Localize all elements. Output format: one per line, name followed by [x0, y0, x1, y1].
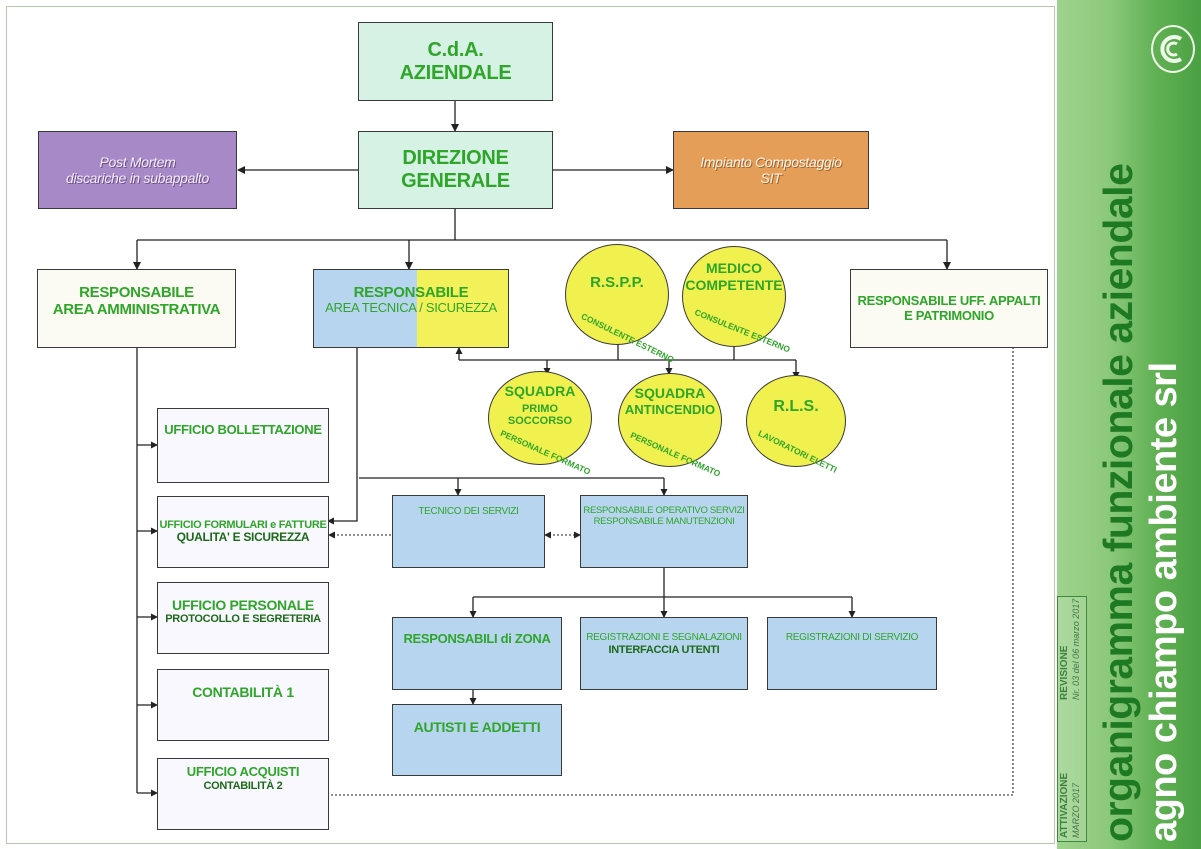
rls-circle: R.L.S. LAVORATORI ELETTI: [746, 375, 846, 475]
squadra-ai-title-1: SQUADRA: [634, 385, 706, 401]
acquisti-line-1: UFFICIO ACQUISTI: [186, 764, 300, 779]
impianto-compostaggio-box: Impianto Compostaggio SIT: [673, 131, 869, 209]
impianto-line-2: SIT: [760, 170, 782, 186]
resp-uff-appalti-box: RESPONSABILE UFF. APPALTI E PATRIMONIO: [850, 269, 1048, 348]
squadra-ps-title-1: SQUADRA: [504, 383, 576, 399]
ufficio-bollettazione-box: UFFICIO BOLLETTAZIONE: [157, 408, 329, 483]
registrazioni-segnalazioni-box: REGISTRAZIONI E SEGNALAZIONI INTERFACCIA…: [580, 617, 748, 690]
cda-line-1: C.d.A.: [427, 38, 484, 61]
rls-title: R.L.S.: [773, 398, 819, 415]
resp-area-amministrativa-box: RESPONSABILE AREA AMMINISTRATIVA: [37, 269, 236, 348]
resp-amm-line-1: RESPONSABILE: [79, 284, 194, 301]
zona-label: RESPONSABILI di ZONA: [403, 631, 551, 646]
sidebar-divider: [1057, 596, 1087, 842]
bollettazione-label: UFFICIO BOLLETTAZIONE: [164, 422, 322, 437]
squadra-primo-soccorso-circle: SQUADRA PRIMO SOCCORSO PERSONALE FORMATO: [488, 371, 592, 477]
squadra-ai-title-2: ANTINCENDIO: [624, 402, 716, 417]
resp-appalti-line-1: RESPONSABILE UFF. APPALTI: [857, 292, 1041, 308]
resp-appalti-line-2: E PATRIMONIO: [904, 307, 994, 323]
medico-competente-circle: MEDICO COMPETENTE CONSULENTE ESTERNO: [682, 246, 792, 354]
diagram-frame: [6, 6, 1055, 844]
post-mortem-line-2: discariche in subappalto: [65, 170, 209, 186]
resp-area-tecnica-box: RESPONSABILE AREA TECNICA / SICUREZZA: [313, 269, 509, 348]
formulari-line-1: UFFICIO FORMULARI e FATTURE: [159, 518, 327, 531]
resp-operativo-servizi-box: RESPONSABILE OPERATIVO SERVIZI RESPONSAB…: [580, 495, 748, 568]
contabilita-1-label: CONTABILITÀ 1: [192, 684, 294, 700]
resp-tecnica-line-2: AREA TECNICA / SICUREZZA: [325, 300, 497, 316]
impianto-line-1: Impianto Compostaggio: [700, 153, 842, 170]
direzione-generale-box: DIREZIONE GENERALE: [358, 131, 553, 209]
operativo-line-1: RESPONSABILE OPERATIVO SERVIZI: [583, 505, 745, 516]
company-logo-icon: [1151, 25, 1195, 73]
medico-title-2: COMPETENTE: [685, 277, 783, 293]
cda-aziendale-box: C.d.A. AZIENDALE: [358, 22, 553, 101]
rspp-circle: R.S.P.P. CONSULENTE ESTERNO: [565, 244, 676, 365]
ufficio-personale-box: UFFICIO PERSONALE PROTOCOLLO E SEGRETERI…: [157, 582, 329, 654]
autisti-label: AUTISTI E ADDETTI: [413, 719, 541, 735]
operativo-line-2: RESPONSABILE MANUTENZIONI: [593, 515, 735, 527]
medico-title-1: MEDICO: [706, 260, 762, 276]
personale-line-2: PROTOCOLLO E SEGRETERIA: [165, 613, 321, 626]
segnalazioni-line-1: REGISTRAZIONI E SEGNALAZIONI: [586, 632, 742, 643]
post-mortem-box: Post Mortem discariche in subappalto: [38, 131, 237, 209]
tecnico-label: TECNICO DEI SERVIZI: [418, 506, 519, 517]
registrazioni-servizio-box: REGISTRAZIONI DI SERVIZIO: [767, 617, 937, 690]
sidebar-title-line-1: organigramma funzionale aziendale: [1095, 163, 1141, 842]
responsabili-di-zona-box: RESPONSABILI di ZONA: [392, 617, 562, 690]
acquisti-line-2: CONTABILITÀ 2: [203, 779, 283, 792]
squadra-ps-title-2: PRIMO SOCCORSO: [507, 403, 573, 428]
direzione-line-2: GENERALE: [401, 170, 510, 192]
resp-amm-line-2: AREA AMMINISTRATIVA: [52, 301, 221, 319]
title-sidebar: organigramma funzionale aziendale agno c…: [1057, 0, 1201, 849]
autisti-addetti-box: AUTISTI E ADDETTI: [392, 704, 562, 776]
formulari-line-2: QUALITA' E SICUREZZA: [176, 530, 310, 545]
personale-line-1: UFFICIO PERSONALE: [172, 597, 314, 613]
ufficio-formulari-box: UFFICIO FORMULARI e FATTURE QUALITA' E S…: [157, 496, 329, 568]
segnalazioni-line-2: INTERFACCIA UTENTI: [608, 643, 720, 656]
rspp-title: R.S.P.P.: [590, 274, 644, 291]
sidebar-title-line-2: agno chiampo ambiente srl: [1143, 362, 1185, 843]
direzione-line-1: DIREZIONE: [402, 147, 509, 169]
squadra-antincendio-circle: SQUADRA ANTINCENDIO PERSONALE FORMATO: [618, 373, 722, 479]
tecnico-dei-servizi-box: TECNICO DEI SERVIZI: [392, 495, 545, 568]
ufficio-acquisti-box: UFFICIO ACQUISTI CONTABILITÀ 2: [157, 758, 329, 830]
contabilita-1-box: CONTABILITÀ 1: [157, 669, 329, 741]
servizio-label: REGISTRAZIONI DI SERVIZIO: [785, 632, 919, 643]
cda-line-2: AZIENDALE: [399, 61, 512, 84]
resp-tecnica-line-1: RESPONSABILE: [353, 284, 469, 301]
post-mortem-line-1: Post Mortem: [99, 153, 176, 170]
